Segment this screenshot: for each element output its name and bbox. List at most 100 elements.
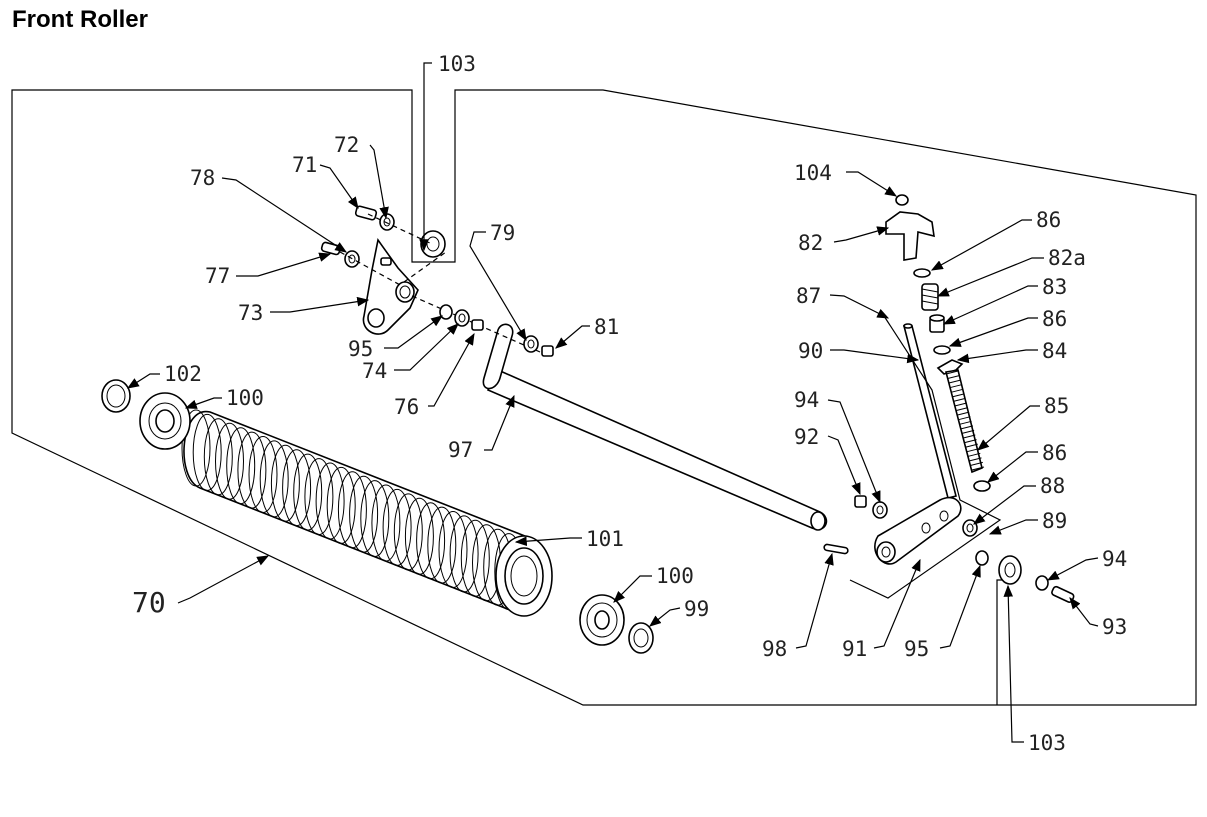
callout-102: 102	[164, 362, 202, 386]
roller-rib	[304, 458, 334, 536]
callout-labels: 103 72 71 78 79 77 73 81 95 74 102 100 7…	[132, 52, 1127, 755]
callout-99: 99	[684, 597, 709, 621]
callout-90: 90	[798, 339, 823, 363]
bracket-plate-91	[874, 496, 962, 565]
washer-94-right	[1035, 575, 1049, 591]
spring-coil	[952, 393, 965, 398]
subassembly-outline-right	[849, 315, 1002, 599]
rod-90	[902, 323, 957, 499]
roller-rib	[293, 453, 323, 531]
roller-rib	[360, 480, 390, 558]
roller-rib	[259, 440, 289, 518]
roller-rib	[226, 427, 256, 505]
roller-rib	[282, 449, 312, 527]
bearing-100-left	[139, 392, 191, 450]
bolt-93	[1051, 585, 1075, 603]
washer-99	[628, 622, 654, 654]
callout-79: 79	[490, 221, 515, 245]
callout-78: 78	[190, 166, 215, 190]
roller-rib	[337, 471, 367, 549]
spring-coil	[969, 457, 982, 462]
roller-rib	[215, 422, 244, 500]
washer-94-left	[872, 501, 888, 519]
callout-86-top: 86	[1036, 208, 1061, 232]
callout-98: 98	[762, 637, 787, 661]
washer-86-top	[913, 268, 931, 278]
spring-coil	[953, 397, 966, 402]
roller-101	[181, 409, 553, 617]
collar-83	[929, 314, 945, 333]
spring-coil	[963, 434, 976, 439]
bolt-71	[354, 205, 378, 221]
roller-rib	[192, 413, 222, 491]
roller-rib	[427, 506, 457, 584]
callout-94-right: 94	[1102, 547, 1127, 571]
roller-rib	[349, 475, 379, 553]
callout-94-left: 94	[794, 388, 819, 412]
spring-coil	[948, 379, 961, 384]
spring-coil	[968, 452, 981, 457]
spring-coil	[965, 443, 978, 448]
assembly-outline	[11, 89, 1197, 706]
nut-76	[471, 319, 484, 331]
outline-notch-bottom	[996, 579, 1003, 705]
spring-coil	[971, 466, 985, 471]
bolt-77	[320, 241, 341, 256]
spring-coil	[960, 425, 974, 430]
roller-rib	[382, 488, 412, 566]
roller-rib	[460, 519, 490, 597]
callout-82: 82	[798, 231, 823, 255]
clip-84	[936, 359, 964, 375]
roller-rib	[270, 444, 300, 522]
shaft-97	[482, 323, 828, 531]
assembly-dash-line-1	[367, 213, 433, 245]
assembly-dash-line-2	[339, 251, 403, 287]
callout-95-left: 95	[348, 337, 373, 361]
bearing-100-right	[579, 594, 625, 646]
roller-rib	[393, 493, 423, 571]
spring-coil	[949, 384, 962, 389]
roller-rib	[326, 466, 356, 544]
callout-74: 74	[362, 359, 387, 383]
cap-104	[895, 194, 909, 206]
callout-97: 97	[448, 438, 473, 462]
callout-85: 85	[1044, 394, 1069, 418]
nut-92	[854, 495, 867, 508]
callout-82a: 82a	[1048, 246, 1086, 270]
callout-77: 77	[205, 264, 230, 288]
callout-84: 84	[1042, 339, 1067, 363]
page-title: Front Roller	[12, 6, 148, 33]
spring-coil	[955, 407, 969, 412]
washer-86-low	[973, 480, 991, 492]
roller-rib	[449, 515, 479, 593]
callout-103-bottom: 103	[1028, 731, 1066, 755]
callout-70: 70	[132, 586, 166, 619]
knob-82	[885, 211, 935, 261]
callout-72: 72	[334, 133, 359, 157]
spacer-95-right	[975, 550, 989, 566]
callout-101: 101	[586, 527, 624, 551]
assembly-dash-line-4	[403, 251, 447, 283]
spring-coil	[950, 388, 964, 393]
roller-rib	[181, 409, 211, 487]
callout-103-top: 103	[438, 52, 476, 76]
spring-coil	[945, 370, 959, 375]
spring-82a	[921, 283, 939, 311]
callout-93: 93	[1102, 615, 1127, 639]
spring-coil	[959, 420, 972, 425]
callout-88: 88	[1040, 474, 1065, 498]
washer-74	[454, 309, 470, 327]
roller-rib	[203, 418, 233, 496]
callout-91: 91	[842, 637, 867, 661]
callout-104: 104	[794, 161, 832, 185]
roller-rib	[438, 511, 468, 588]
spring-85	[945, 369, 985, 474]
cap-102	[101, 379, 131, 413]
roller-rib	[416, 502, 446, 580]
spring-coil	[956, 411, 970, 416]
bracket-73	[362, 238, 419, 335]
spring-coil	[964, 439, 977, 444]
callout-81: 81	[594, 315, 619, 339]
washer-86-mid	[933, 345, 951, 355]
